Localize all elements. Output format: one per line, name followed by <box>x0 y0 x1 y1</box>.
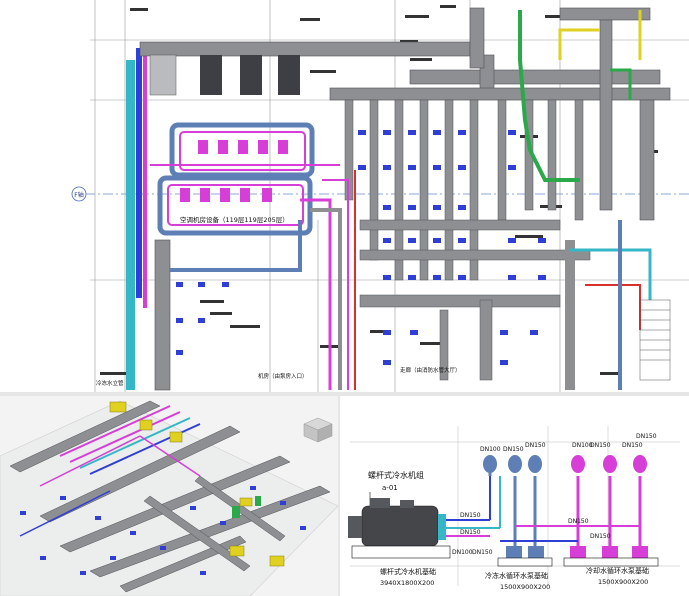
dn-label-j: DN150 <box>568 518 589 525</box>
dn-label-d: DN100 <box>572 442 593 449</box>
dn-label-e: DN150 <box>590 442 611 449</box>
iso-terminals <box>20 486 306 575</box>
floor-slab <box>0 400 338 596</box>
room-label-bottom-right: 走廊（由消防水管大厅） <box>400 366 461 374</box>
cw-pump-base <box>563 557 659 567</box>
chiller-title: 螺杆式冷水机组 <box>368 470 424 480</box>
grid-marker-bubble <box>71 186 87 202</box>
isometric-model <box>0 396 338 596</box>
chiller-base-size: 3940X1800X200 <box>380 579 434 587</box>
dn-label-k: DN150 <box>590 533 611 540</box>
air-handling-units <box>149 54 300 96</box>
panel-divider-vertical <box>338 396 340 596</box>
terminal-diffusers <box>176 130 546 365</box>
dn-label-h: DN150 <box>460 512 481 519</box>
grid-marker-label: F轴 <box>74 191 83 199</box>
elevation-drawing: 螺杆式冷水机组 a-01 <box>348 426 680 591</box>
hvac-floor-plan-panel: F轴 <box>71 0 689 392</box>
chiller-tag: a-01 <box>382 484 398 492</box>
elevation-pipes <box>446 456 642 546</box>
main-supply-duct <box>139 7 671 391</box>
stair-shaft <box>639 299 671 381</box>
branch-ducts <box>344 99 591 381</box>
iso-pipes <box>19 405 201 537</box>
vertical-tanks <box>483 455 647 473</box>
bim-isometric-view-panel <box>0 396 338 596</box>
equipment-room-label: 空调机房设备（119层119层205层） <box>180 215 289 224</box>
chw-pump-base-label: 冷冻水循环水泵基础 <box>485 571 548 580</box>
panel-divider-horizontal <box>0 392 689 396</box>
dn-label-b: DN150 <box>503 446 524 453</box>
dn-label-l: DN100 <box>452 549 473 556</box>
pumps <box>506 546 648 558</box>
right-side-pipes <box>518 10 652 390</box>
iso-green-units <box>232 496 261 518</box>
dn-label-g: DN150 <box>636 433 657 440</box>
view-cube-icon[interactable] <box>303 417 333 443</box>
dn-label-m: DN150 <box>472 549 493 556</box>
left-vertical-pipes <box>126 48 147 390</box>
iso-equipment <box>109 401 285 567</box>
chiller-plant-elevation-panel: 螺杆式冷水机组 a-01 <box>340 396 689 596</box>
dn-label-i: DN150 <box>460 529 481 536</box>
pump-room-piping <box>150 122 356 390</box>
chw-pump-base <box>497 557 553 567</box>
pipe-size-labels: DN100 DN150 DN150 DN100 DN150 DN150 DN15… <box>452 433 657 556</box>
chw-pump-base-size: 1500X900X200 <box>500 583 550 591</box>
cw-pump-base-label: 冷却水循环水泵基础 <box>586 566 649 575</box>
room-label-bottom-middle: 机房（由泵房入口） <box>258 372 308 380</box>
chiller-base <box>351 545 451 559</box>
screw-chiller-unit <box>348 498 446 547</box>
dn-label-f: DN150 <box>622 442 643 449</box>
floor-plan-drawing: F轴 <box>71 0 689 392</box>
dn-label-a: DN100 <box>480 446 501 453</box>
cw-pump-base-size: 1500X900X200 <box>598 578 648 586</box>
room-label-bottom-left: 冷冻水立管 <box>96 379 124 387</box>
dn-label-c: DN150 <box>525 442 546 449</box>
iso-ducts <box>9 400 331 593</box>
pump-units <box>180 140 288 202</box>
chiller-base-label: 螺杆式冷水机基础 <box>380 567 436 576</box>
